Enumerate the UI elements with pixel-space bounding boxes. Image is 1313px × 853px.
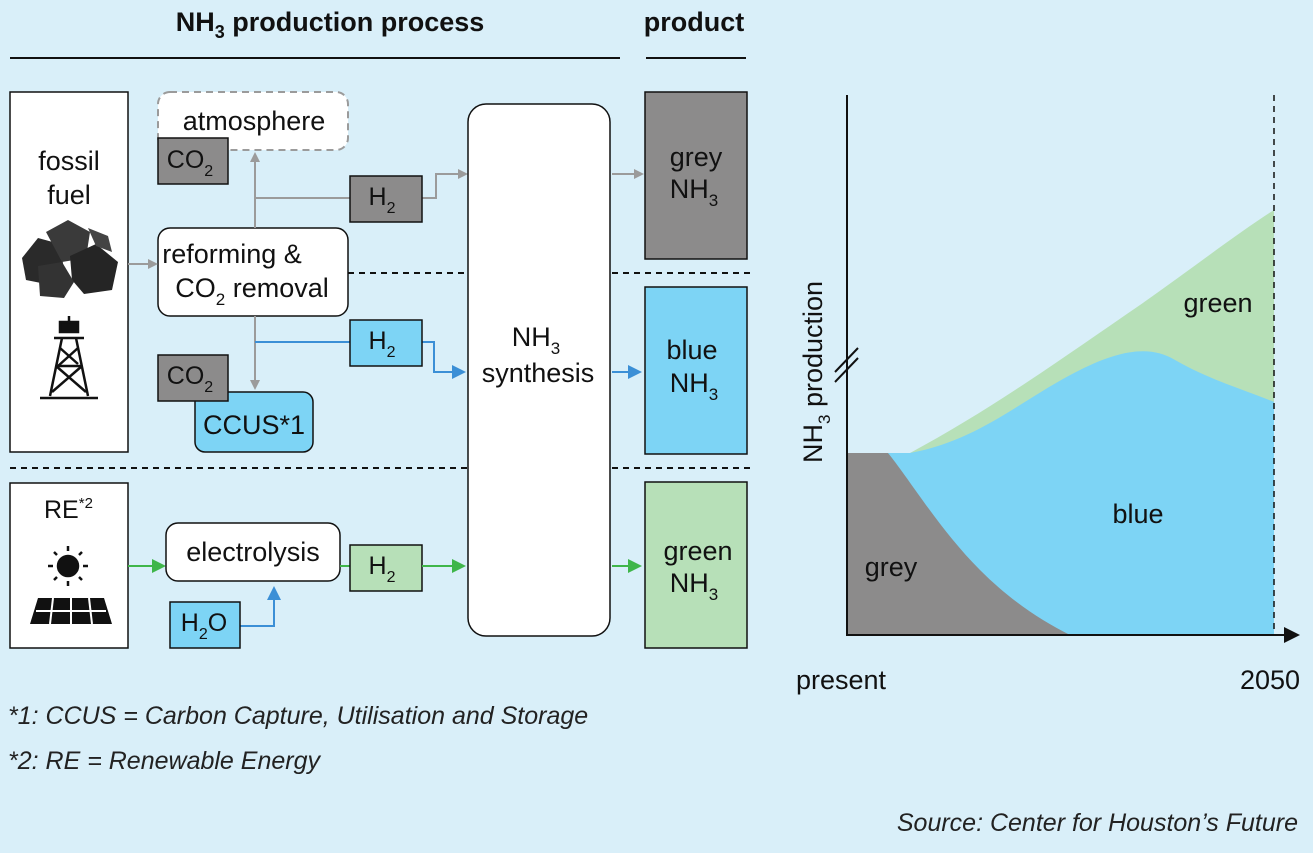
green-product-label-2: NH3 xyxy=(670,568,718,604)
series-label-grey: grey xyxy=(865,552,918,582)
co2-emitted-tag xyxy=(157,137,229,185)
solar-panel-icon xyxy=(30,597,112,625)
area-grey xyxy=(847,453,1070,635)
h2-green-tag xyxy=(349,544,423,592)
co2-captured-label: CO2 xyxy=(167,362,214,396)
reforming-label-1: reforming & xyxy=(162,239,302,269)
source-note: Source: Center for Houston’s Future xyxy=(897,809,1298,837)
h2-blue-tag xyxy=(349,319,423,367)
atmosphere-box xyxy=(157,91,349,151)
grey-product-label-1: grey xyxy=(670,142,723,172)
h2-blue-label: H2 xyxy=(369,327,396,361)
water-label: H2O xyxy=(181,609,227,643)
reforming-box xyxy=(157,227,349,317)
y-axis-label: NH3 production xyxy=(798,281,834,463)
electrolysis-box xyxy=(165,522,341,582)
product-header: product xyxy=(644,7,745,37)
oil-rig-icon xyxy=(40,316,98,400)
production-area-chart: green blue grey NH3 production present 2… xyxy=(796,95,1300,695)
co2-emitted-label: CO2 xyxy=(167,146,214,180)
atmosphere-label: atmosphere xyxy=(183,106,326,136)
footnote-ccus: *1: CCUS = Carbon Capture, Utilisation a… xyxy=(8,702,588,730)
ccus-box xyxy=(194,391,314,453)
series-label-green: green xyxy=(1183,288,1252,318)
ccus-label: CCUS*1 xyxy=(203,410,305,440)
blue-product-label-1: blue xyxy=(666,335,717,365)
h2-green-label: H2 xyxy=(369,552,396,586)
grey-product-label-2: NH3 xyxy=(670,174,718,210)
axis-break-2 xyxy=(834,357,859,383)
arrow-water-to-electrolysis xyxy=(240,586,281,627)
water-tag xyxy=(169,601,241,649)
fossil-label-2: fuel xyxy=(47,180,91,210)
synthesis-box xyxy=(467,103,611,637)
axis-break-1 xyxy=(834,347,859,373)
green-nh3-product xyxy=(644,481,748,649)
synthesis-label-2: synthesis xyxy=(482,358,595,388)
blue-product-label-2: NH3 xyxy=(670,368,718,404)
coal-icon xyxy=(22,220,118,298)
electrolysis-label: electrolysis xyxy=(186,537,320,567)
green-product-label-1: green xyxy=(663,536,732,566)
co2-captured-tag xyxy=(157,354,229,402)
fossil-label-1: fossil xyxy=(38,146,100,176)
x-label-present: present xyxy=(796,665,887,695)
re-label: RE*2 xyxy=(44,495,93,524)
reforming-label-2: CO2 removal xyxy=(175,273,329,309)
footnote-re: *2: RE = Renewable Energy xyxy=(8,747,321,775)
process-header: NH3 production process xyxy=(176,7,485,42)
h2-grey-label: H2 xyxy=(369,183,396,217)
blue-nh3-product xyxy=(644,286,748,455)
x-label-2050: 2050 xyxy=(1240,665,1300,695)
grey-nh3-product xyxy=(644,91,748,260)
synthesis-label-1: NH3 xyxy=(512,322,560,358)
sun-icon xyxy=(48,546,88,586)
arrow-grey-h2-to-synthesis xyxy=(422,169,468,199)
h2-grey-tag xyxy=(349,175,423,223)
series-label-blue: blue xyxy=(1112,499,1163,529)
arrow-blue-h2-to-synthesis xyxy=(422,341,466,379)
